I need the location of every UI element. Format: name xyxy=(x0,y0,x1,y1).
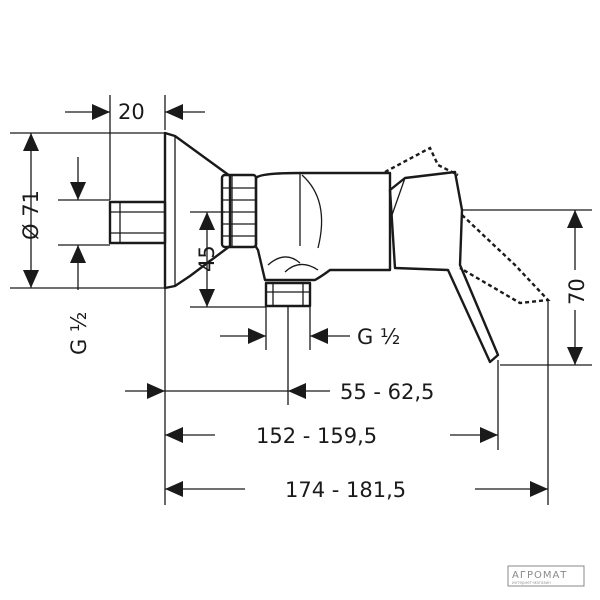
arrow-thread-bottom-right xyxy=(310,328,328,344)
dim-55-label: 55 - 62,5 xyxy=(340,380,434,404)
faucet-outline xyxy=(108,131,551,364)
bottom-outlet xyxy=(264,281,312,308)
arrow-45-bottom xyxy=(199,289,215,307)
dim-152: 152 - 159,5 xyxy=(165,424,498,448)
arrow-thread-left-bottom xyxy=(70,245,86,263)
arrow-174-left xyxy=(165,481,183,497)
arrow-152-right xyxy=(480,427,498,443)
dim-70: 70 xyxy=(462,209,592,366)
arrow-thread-bottom-left xyxy=(248,328,266,344)
arrow-55-right xyxy=(288,383,306,399)
lever-handle xyxy=(388,170,500,364)
dim-174-label: 174 - 181,5 xyxy=(285,478,406,502)
dim-70-label: 70 xyxy=(565,278,589,305)
arrow-71-bottom xyxy=(23,270,39,288)
dim-45-label: 45 xyxy=(195,245,219,272)
watermark-logo: АГРОМАТ интернет-магазин xyxy=(507,565,585,587)
arrow-152-left xyxy=(165,427,183,443)
dim-152-label: 152 - 159,5 xyxy=(256,424,377,448)
dim-thread-bottom: G ½ xyxy=(220,306,400,350)
union-nut xyxy=(220,173,258,249)
arrow-55-left xyxy=(147,383,165,399)
dim-20: 20 xyxy=(65,95,205,200)
dim-71-label: Ø 71 xyxy=(19,190,43,240)
watermark-brand: АГРОМАТ xyxy=(512,570,567,581)
arrow-70-bottom xyxy=(567,347,583,365)
wall-inlet-pipe xyxy=(108,200,167,245)
arrow-20-left xyxy=(92,104,110,120)
arrow-70-top xyxy=(567,210,583,228)
arrow-174-right xyxy=(530,481,548,497)
dim-71: Ø 71 xyxy=(10,132,165,289)
arrow-thread-left-top xyxy=(70,182,86,200)
dim-55: 55 - 62,5 xyxy=(125,380,434,404)
arrow-71-top xyxy=(23,133,39,151)
watermark-tagline: интернет-магазин xyxy=(512,580,551,585)
dim-45: 45 xyxy=(190,211,266,308)
dim-174: 174 - 181,5 xyxy=(165,478,548,502)
arrow-20-right xyxy=(165,104,183,120)
dim-20-label: 20 xyxy=(118,100,145,124)
dim-thread-left: G ½ xyxy=(58,157,110,355)
dim-thread-bottom-label: G ½ xyxy=(357,325,400,349)
arrow-45-top xyxy=(199,212,215,230)
wall-flange xyxy=(163,131,232,290)
valve-body xyxy=(254,171,392,282)
dim-thread-left-label: G ½ xyxy=(67,312,91,355)
